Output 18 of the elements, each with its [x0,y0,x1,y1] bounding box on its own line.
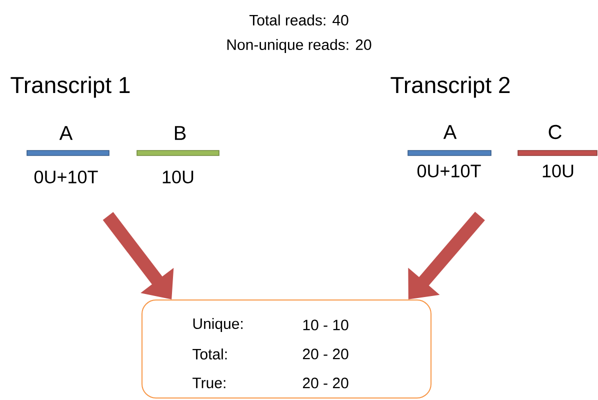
count-value: 20 - 20 [302,348,348,360]
segment-name: C [548,124,562,140]
transcript-heading: Transcript 2 [390,76,510,98]
segment-name: A [59,126,73,140]
transcript-heading: Transcript 1 [10,76,130,98]
read-count: 0U+10T [34,170,98,184]
read-count: 0U+10T [417,164,481,178]
row-label: Total: [192,348,227,360]
count-value: 20 - 20 [302,378,348,388]
read-count: 10U [542,164,574,178]
summary-text: Total reads: 40 [249,14,348,26]
row-label: True: [192,378,226,388]
count-value: 10 - 10 [303,320,348,330]
summary-text: Non-unique reads: 20 [227,39,372,53]
segment-name: A [443,125,457,139]
row-label: Unique: [193,318,242,332]
segment-name: B [174,126,186,140]
read-count: 10U [162,170,194,184]
